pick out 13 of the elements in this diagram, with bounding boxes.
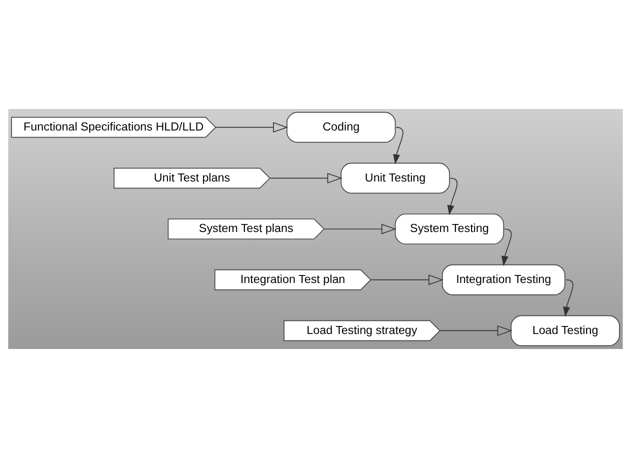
node-box: System Testing <box>394 213 504 244</box>
arrow <box>447 177 458 215</box>
node-box: Integration Testing <box>442 264 566 295</box>
node-box: Unit Testing <box>340 162 450 194</box>
arrow <box>501 228 512 266</box>
node-box: Load Testing <box>510 314 620 346</box>
arrow <box>270 172 342 183</box>
arrow <box>215 122 288 132</box>
arrow <box>370 274 444 285</box>
arrow <box>563 278 574 316</box>
arrow <box>324 223 396 234</box>
node-box: Coding <box>286 111 396 142</box>
arrow <box>440 324 512 336</box>
